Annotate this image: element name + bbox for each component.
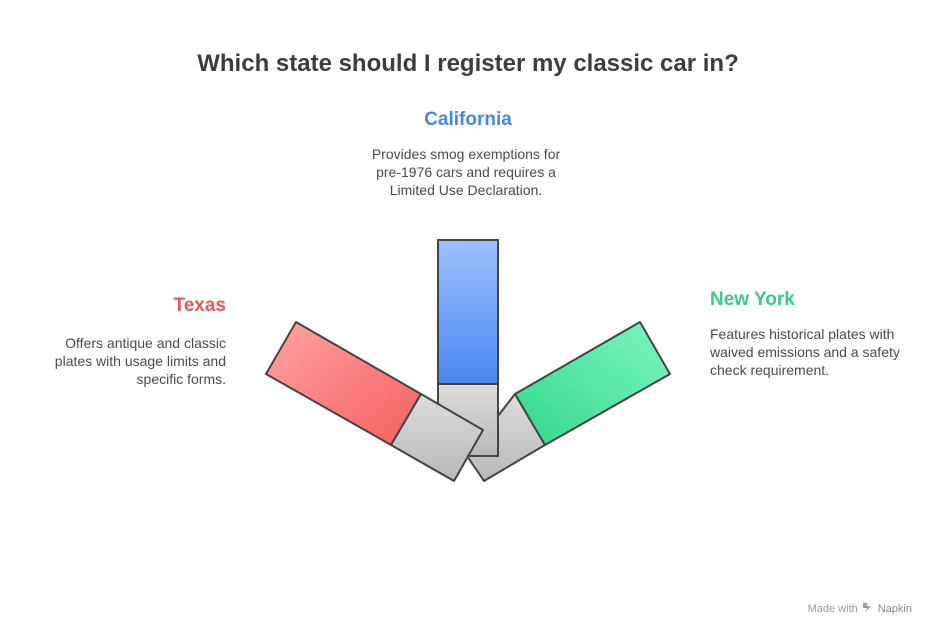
napkin-brand-text: Napkin xyxy=(877,602,912,615)
newyork-description: Features historical plates with waived e… xyxy=(710,326,900,378)
california-arm-colored xyxy=(437,239,499,385)
texas-description: Offers antique and classic plates with u… xyxy=(54,335,226,387)
texas-arm xyxy=(265,321,484,482)
texas-arm-colored xyxy=(265,321,422,446)
newyork-arm xyxy=(466,321,671,482)
texas-arm-base xyxy=(390,393,484,482)
newyork-arm-colored xyxy=(514,321,671,446)
made-with-footer[interactable]: Made with Napkin xyxy=(808,601,912,616)
page-title: Which state should I register my classic… xyxy=(197,50,739,77)
made-with-text: Made with xyxy=(807,602,858,615)
california-label: California xyxy=(424,109,512,130)
california-description: Provides smog exemptions for pre-1976 ca… xyxy=(371,146,561,198)
texas-label: Texas xyxy=(173,295,226,316)
newyork-label: New York xyxy=(710,289,795,310)
napkin-logo-icon xyxy=(862,601,874,616)
